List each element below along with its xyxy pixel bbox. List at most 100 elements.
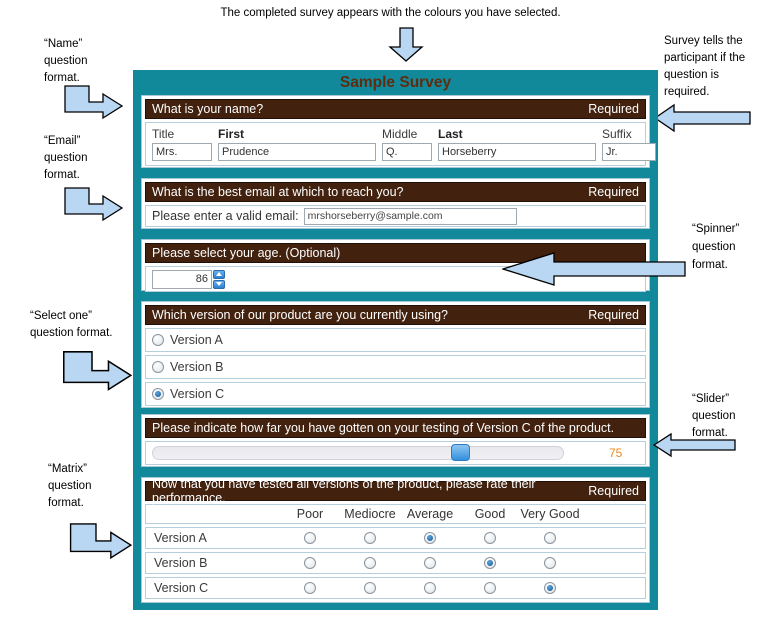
matrix-column-label: Average bbox=[406, 507, 454, 521]
name-field-last: Last bbox=[438, 125, 596, 161]
left-arrow-icon bbox=[654, 103, 751, 133]
question-header: Please select your age. (Optional) bbox=[145, 243, 646, 263]
option-row-version-a[interactable]: Version A bbox=[145, 328, 646, 352]
slider-value: 75 bbox=[609, 446, 623, 460]
annotation-required: Survey tells the participant if the ques… bbox=[664, 33, 745, 101]
annotation-line: format. bbox=[692, 427, 728, 439]
radio-button[interactable] bbox=[424, 582, 436, 594]
name-fields-row: Title First Middle Last Suffix bbox=[145, 122, 656, 166]
slider-question-block: Please indicate how far you have gotten … bbox=[141, 414, 650, 467]
suffix-input[interactable] bbox=[602, 143, 656, 161]
name-field-middle: Middle bbox=[382, 125, 432, 161]
radio-button[interactable] bbox=[484, 532, 496, 544]
option-row-version-c[interactable]: Version C bbox=[145, 382, 646, 406]
matrix-column-headers: Poor Mediocre Average Good Very Good bbox=[145, 504, 646, 524]
required-badge: Required bbox=[588, 308, 639, 322]
name-field-title: Title bbox=[152, 125, 212, 161]
radio-button[interactable] bbox=[304, 532, 316, 544]
annotation-line: question bbox=[692, 241, 736, 253]
bent-right-arrow-icon bbox=[64, 85, 123, 120]
title-input[interactable] bbox=[152, 143, 212, 161]
annotation-line: format. bbox=[48, 497, 84, 509]
radio-button[interactable] bbox=[424, 557, 436, 569]
matrix-row-version-b: Version B bbox=[145, 552, 646, 574]
first-name-input[interactable] bbox=[218, 143, 376, 161]
annotation-select-one-format: “Select one” question format. bbox=[30, 308, 112, 342]
matrix-row-label: Version C bbox=[154, 581, 209, 595]
question-header: Which version of our product are you cur… bbox=[145, 305, 646, 325]
option-label: Version B bbox=[170, 360, 224, 374]
spinner-down-button[interactable] bbox=[213, 279, 225, 289]
annotation-line: required. bbox=[664, 86, 710, 98]
annotation-line: question bbox=[44, 55, 88, 67]
annotation-line: “Select one” bbox=[30, 310, 93, 322]
spinner-up-button[interactable] bbox=[213, 269, 225, 279]
radio-button[interactable] bbox=[484, 557, 496, 569]
question-text: What is the best email at which to reach… bbox=[152, 185, 404, 199]
annotation-line: “Email” bbox=[44, 135, 81, 147]
email-input[interactable] bbox=[303, 207, 517, 225]
bent-right-arrow-icon bbox=[69, 523, 132, 560]
age-spinner-input[interactable] bbox=[152, 269, 212, 289]
annotation-line: question bbox=[48, 480, 92, 492]
question-text: Now that you have tested all versions of… bbox=[152, 477, 536, 505]
down-arrow-icon bbox=[388, 27, 424, 62]
option-label: Version A bbox=[170, 333, 223, 347]
slider-track[interactable] bbox=[152, 444, 564, 461]
radio-button[interactable] bbox=[152, 334, 164, 346]
annotation-line: format. bbox=[692, 259, 728, 271]
field-label: Suffix bbox=[602, 127, 632, 141]
matrix-row-label: Version A bbox=[154, 531, 207, 545]
radio-button[interactable] bbox=[544, 557, 556, 569]
email-question-block: What is the best email at which to reach… bbox=[141, 178, 650, 229]
question-text: Please select your age. (Optional) bbox=[152, 246, 341, 260]
radio-button[interactable] bbox=[152, 361, 164, 373]
top-caption: The completed survey appears with the co… bbox=[220, 7, 561, 19]
annotation-line: Survey tells the bbox=[664, 35, 743, 47]
field-label: Middle bbox=[382, 127, 418, 141]
required-badge: Required bbox=[588, 102, 639, 116]
radio-button[interactable] bbox=[364, 582, 376, 594]
question-text: What is your name? bbox=[152, 102, 264, 116]
middle-name-input[interactable] bbox=[382, 143, 432, 161]
annotation-matrix-format: “Matrix” question format. bbox=[48, 461, 91, 512]
left-arrow-icon bbox=[502, 252, 686, 286]
radio-button[interactable] bbox=[484, 582, 496, 594]
name-field-suffix: Suffix bbox=[602, 125, 656, 161]
matrix-column-label: Mediocre bbox=[344, 507, 396, 521]
last-name-input[interactable] bbox=[438, 143, 596, 161]
radio-button[interactable] bbox=[364, 557, 376, 569]
slider-row: 75 bbox=[145, 441, 646, 465]
matrix-row-version-a: Version A bbox=[145, 527, 646, 549]
bent-right-arrow-icon bbox=[63, 351, 132, 391]
select-question-block: Which version of our product are you cur… bbox=[141, 301, 650, 408]
matrix-row-version-c: Version C bbox=[145, 577, 646, 599]
spinner-down-icon bbox=[216, 282, 222, 286]
matrix-question-block: Now that you have tested all versions of… bbox=[141, 477, 650, 603]
radio-button[interactable] bbox=[544, 582, 556, 594]
question-header: Now that you have tested all versions of… bbox=[145, 477, 646, 505]
option-label: Version C bbox=[170, 387, 225, 401]
slider-handle[interactable] bbox=[450, 444, 470, 461]
annotation-email-format: “Email” question format. bbox=[44, 133, 87, 184]
survey-panel: Sample Survey What is your name? Require… bbox=[133, 70, 658, 610]
radio-button[interactable] bbox=[364, 532, 376, 544]
radio-button[interactable] bbox=[544, 532, 556, 544]
option-row-version-b[interactable]: Version B bbox=[145, 355, 646, 379]
spinner-up-icon bbox=[216, 272, 222, 276]
required-badge: Required bbox=[588, 185, 639, 199]
radio-button[interactable] bbox=[304, 582, 316, 594]
question-header: Please indicate how far you have gotten … bbox=[145, 418, 646, 438]
annotation-line: “Slider” bbox=[692, 393, 730, 405]
radio-button[interactable] bbox=[424, 532, 436, 544]
annotation-line: “Spinner” bbox=[692, 223, 740, 235]
field-label: Last bbox=[438, 127, 463, 141]
question-header: What is your name? Required bbox=[145, 99, 646, 119]
matrix-column-label: Very Good bbox=[520, 507, 580, 521]
annotation-line: participant if the bbox=[664, 52, 746, 64]
radio-button[interactable] bbox=[304, 557, 316, 569]
matrix-column-label: Poor bbox=[296, 507, 324, 521]
radio-button[interactable] bbox=[152, 388, 164, 400]
question-header: What is the best email at which to reach… bbox=[145, 182, 646, 202]
question-text: Please indicate how far you have gotten … bbox=[152, 421, 615, 435]
